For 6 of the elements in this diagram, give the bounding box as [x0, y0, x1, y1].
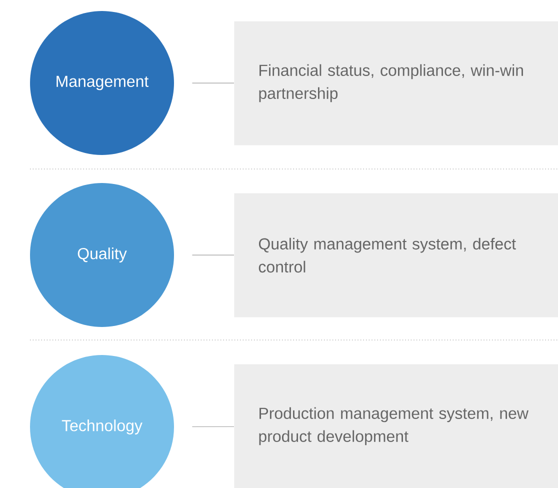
connector-line	[192, 426, 234, 428]
description-box: Financial status, compliance, win-win partnership	[234, 21, 558, 146]
connector-line	[192, 82, 234, 84]
description-box: Production management system, new product development	[234, 364, 558, 488]
description-box: Quality management system, defect control	[234, 193, 558, 318]
connector-line	[192, 254, 234, 256]
